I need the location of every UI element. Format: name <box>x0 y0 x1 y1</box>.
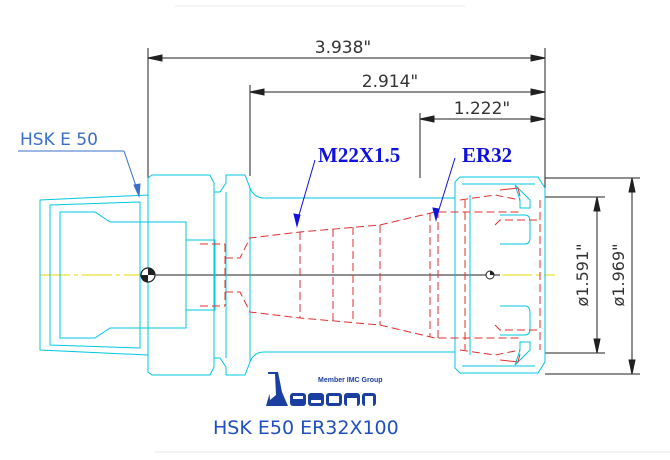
collet-callout: ER32 <box>462 143 512 167</box>
callout-leaders <box>293 157 456 228</box>
collet-length-dim: 1.222" <box>454 99 511 119</box>
dimension-lines <box>147 48 640 375</box>
interface-label: HSK E 50 <box>20 130 98 150</box>
iscar-logo: Member IMC Group <box>266 372 383 406</box>
datum-marker <box>148 268 155 275</box>
hidden-lines <box>200 194 541 356</box>
part-number: HSK E50 ER32X100 <box>213 417 399 439</box>
inner-diameter-dim: ø1.591" <box>573 244 592 307</box>
logo-mark <box>266 372 376 406</box>
holder-outline <box>39 174 546 376</box>
thread-callout: M22X1.5 <box>318 143 400 167</box>
overall-length-dim: 3.938" <box>315 38 372 58</box>
shank-length-dim: 2.914" <box>362 72 419 92</box>
logo-tagline: Member IMC Group <box>318 377 383 384</box>
interface-leader <box>18 150 141 198</box>
outer-diameter-dim: ø1.969" <box>609 244 628 307</box>
collet-detail <box>499 187 521 363</box>
